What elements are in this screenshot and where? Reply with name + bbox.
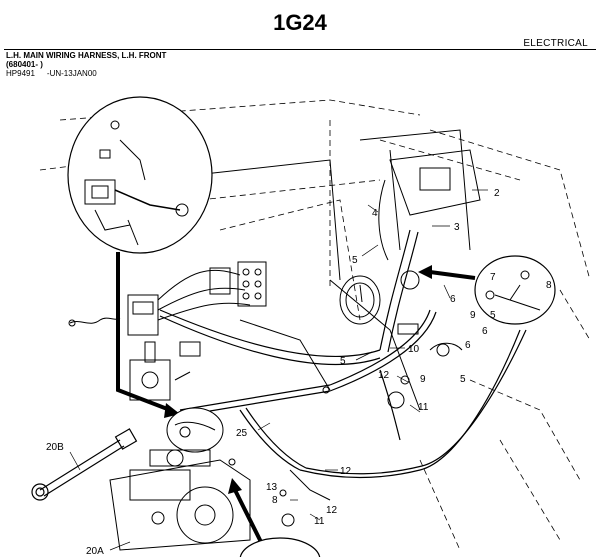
- serial-range: (680401- ): [6, 60, 43, 69]
- small-fittings: [228, 375, 410, 527]
- callout-8-b: 8: [272, 495, 278, 506]
- reference-row: HP9491 -UN-13JAN00: [6, 69, 166, 78]
- detail-circle-right: [474, 255, 556, 325]
- harness-title: L.H. MAIN WIRING HARNESS, L.H. FRONT: [6, 51, 167, 60]
- reference-date: -UN-13JAN00: [46, 69, 97, 78]
- callout-labels: 2 3 4 5 6 7 8 9 6 5 10 6 5 9 5 12 11 25 …: [46, 188, 552, 557]
- wiring-harness-diagram: 2 3 4 5 6 7 8 9 6 5 10 6 5 9 5 12 11 25 …: [31, 96, 591, 557]
- bottom-machine: [109, 449, 251, 551]
- callout-5-b: 5: [490, 310, 496, 321]
- section-label: ELECTRICAL: [523, 38, 588, 49]
- callout-11-b: 11: [314, 516, 325, 527]
- relay-block: [378, 149, 481, 261]
- connector-cluster: [127, 261, 267, 336]
- callout-5: 5: [352, 255, 358, 266]
- main-harness: [159, 229, 527, 479]
- callout-13: 13: [266, 482, 278, 493]
- callout-6: 6: [450, 294, 456, 305]
- callout-11: 11: [418, 402, 429, 413]
- callout-9: 9: [470, 310, 476, 321]
- callout-10: 10: [408, 344, 420, 355]
- cable-20b: [31, 428, 138, 501]
- callout-20b: 20B: [46, 442, 64, 453]
- header-block: L.H. MAIN WIRING HARNESS, L.H. FRONT (68…: [6, 51, 166, 78]
- gauge: [339, 275, 381, 325]
- plug-connector: [397, 270, 463, 357]
- callout-6-c: 6: [465, 340, 471, 351]
- callout-4: 4: [372, 208, 378, 219]
- callout-2: 2: [494, 188, 500, 199]
- detail-circle-bottom: [166, 407, 224, 453]
- callout-7: 7: [490, 272, 496, 283]
- callout-6-b: 6: [482, 326, 488, 337]
- callout-3: 3: [454, 222, 460, 233]
- callout-12-b: 12: [340, 466, 352, 477]
- bottom-circle: [239, 537, 321, 557]
- wire-pigtail: [68, 317, 121, 327]
- callout-9-b: 9: [420, 374, 426, 385]
- switch-assembly: [129, 341, 201, 401]
- detail-circle-top-left: [67, 96, 213, 254]
- reference-code: HP9491: [6, 69, 35, 78]
- page-title: 1G24: [273, 10, 327, 35]
- callout-5-c: 5: [340, 356, 346, 367]
- callout-5-d: 5: [460, 374, 466, 385]
- leader-lines: [69, 189, 488, 551]
- detail-arrow-bottom: [228, 478, 267, 551]
- callout-20a: 20A: [86, 546, 104, 557]
- callout-25: 25: [236, 428, 248, 439]
- callout-12-c: 12: [326, 505, 338, 516]
- callout-12: 12: [378, 370, 390, 381]
- detail-arrow-right: [418, 265, 476, 280]
- header-rule: [4, 49, 596, 50]
- callout-8: 8: [546, 280, 552, 291]
